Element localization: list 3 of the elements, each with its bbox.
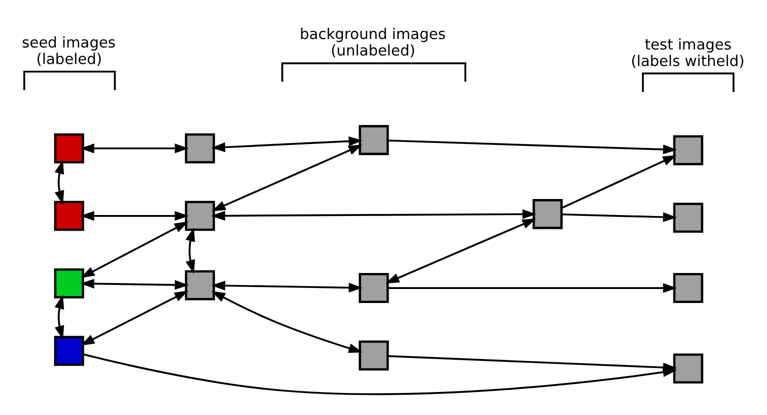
label: background images (unlabeled) <box>300 26 446 60</box>
label: seed images (labeled) <box>22 34 116 68</box>
label: test images (labels witheld) <box>630 36 744 70</box>
